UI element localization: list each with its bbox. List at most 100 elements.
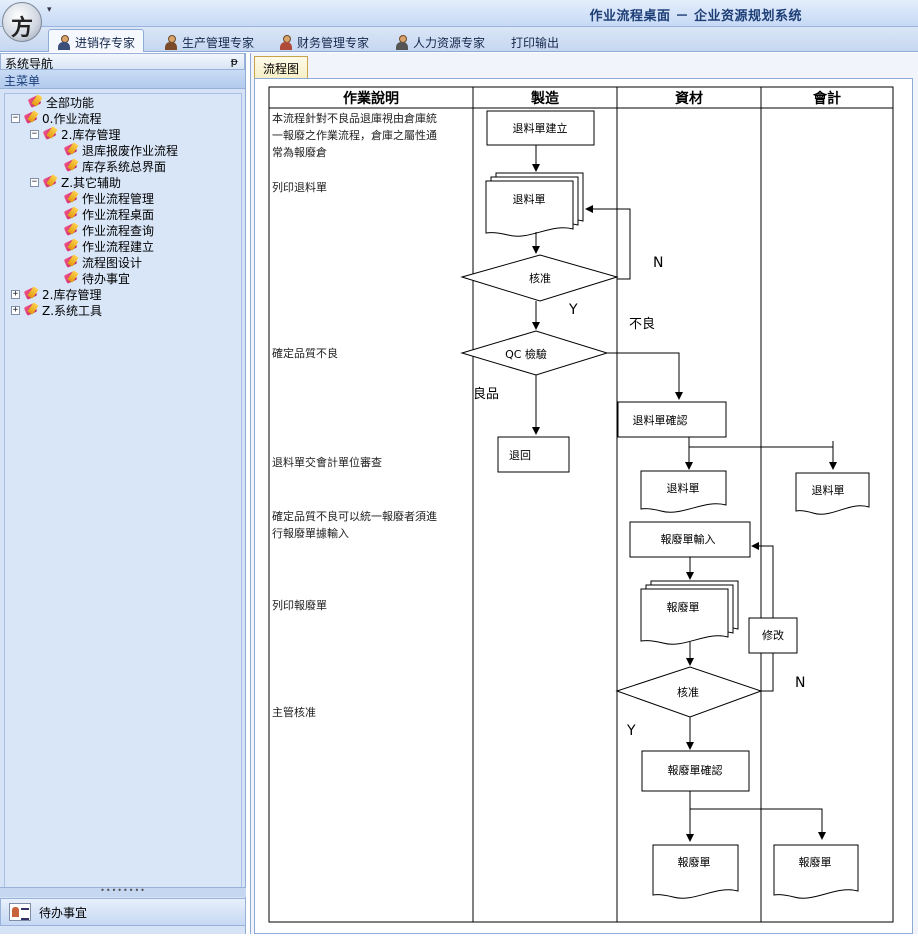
pin-icon[interactable]: ᵽ xyxy=(230,55,238,68)
menu-node-icon xyxy=(63,191,79,205)
flow-arrow xyxy=(688,437,837,470)
description-text: 一報廢之作業流程，倉庫之屬性通 xyxy=(272,128,437,142)
tree-item-label: 0.作业流程 xyxy=(42,111,102,126)
document-shape xyxy=(640,470,727,513)
tab-production-expert[interactable]: 生产管理专家 xyxy=(156,29,262,52)
description-text: 列印退料單 xyxy=(272,180,327,194)
tree-item-label: 库存系统总界面 xyxy=(82,159,167,174)
tree-item-label: 流程图设计 xyxy=(82,255,143,270)
shape-label: 核准 xyxy=(677,685,699,699)
shape-label: 退料單建立 xyxy=(513,121,568,135)
connector-line xyxy=(761,653,774,692)
tree-item-label: 退库报废作业流程 xyxy=(82,143,179,158)
title-bar: ▾ 作业流程桌面 － 企业资源规划系统 xyxy=(0,0,918,27)
panel-header: 系统导航 ᵽ xyxy=(0,53,245,71)
tree-item-todo[interactable]: 待办事宜 xyxy=(63,270,130,286)
column-header-accounting: 會計 xyxy=(812,90,841,107)
menu-node-icon xyxy=(63,223,79,237)
document-shape xyxy=(640,588,729,645)
menu-node-icon xyxy=(42,127,58,141)
tree-item-flow-manage[interactable]: 作业流程管理 xyxy=(63,190,154,206)
tab-label: 财务管理专家 xyxy=(297,35,370,50)
decision-label: N xyxy=(795,675,805,691)
column-header-materials: 資材 xyxy=(675,90,703,107)
menu-node-icon xyxy=(63,239,79,253)
document-area: 流程图 作業說明 製造 資材 會計 本流程針對不良品退庫視由倉庫統 一報廢之作業… xyxy=(250,53,918,934)
shape-label: 退料單 xyxy=(513,192,546,206)
process-box xyxy=(617,401,727,438)
tree-item-label: 2.库存管理 xyxy=(42,287,102,302)
flow-arrow xyxy=(689,791,826,840)
app-logo[interactable]: 方 xyxy=(2,2,42,42)
tree-item-return-scrap-flow[interactable]: 退库报废作业流程 xyxy=(63,142,178,158)
menu-node-icon xyxy=(42,175,58,189)
tree-item-other-aux[interactable]: − Z.其它辅助 xyxy=(30,174,121,190)
decision-diamond xyxy=(460,254,619,302)
navigation-panel: 系统导航 ᵽ 主菜单 全部功能 − 0.作业流程 − 2.库存管理 退库报废作业… xyxy=(0,53,246,934)
shape-label: 退料單確認 xyxy=(633,413,688,427)
description-text: 確定品質不良 xyxy=(272,346,338,360)
menu-node-icon xyxy=(63,207,79,221)
flowchart-canvas: 作業說明 製造 資材 會計 本流程針對不良品退庫視由倉庫統 一報廢之作業流程，倉… xyxy=(254,78,913,934)
menu-node-icon xyxy=(63,271,79,285)
process-box xyxy=(486,110,595,146)
expand-icon[interactable]: + xyxy=(11,288,20,299)
tree-item-all-functions[interactable]: 全部功能 xyxy=(15,94,94,110)
menu-node-icon xyxy=(63,159,79,173)
tab-flowchart[interactable]: 流程图 xyxy=(254,56,309,78)
flow-arrow xyxy=(585,205,631,280)
description-text: 行報廢單據輸入 xyxy=(272,526,349,540)
tree-item-system-tools[interactable]: + Z.系统工具 xyxy=(11,302,102,318)
collapse-icon[interactable]: − xyxy=(30,128,39,139)
shape-label: QC 檢驗 xyxy=(505,347,547,361)
tree-item-flow-desktop[interactable]: 作业流程桌面 xyxy=(63,206,154,222)
shape-label: 退料單 xyxy=(667,481,700,495)
tree-item-inventory[interactable]: − 2.库存管理 xyxy=(30,126,120,142)
collapse-icon[interactable]: − xyxy=(30,176,39,187)
decision-label: Y xyxy=(568,302,578,318)
splitter-handle[interactable]: •••••••• xyxy=(0,887,246,897)
tree-item-flowchart-design[interactable]: 流程图设计 xyxy=(63,254,142,270)
menu-node-icon xyxy=(63,255,79,269)
tree-item-flow-create[interactable]: 作业流程建立 xyxy=(63,238,154,254)
description-text: 本流程針對不良品退庫視由倉庫統 xyxy=(272,111,437,125)
column-header-manufacturing: 製造 xyxy=(530,90,559,107)
tab-hr-expert[interactable]: 人力资源专家 xyxy=(387,29,493,52)
menu-node-icon xyxy=(23,111,39,125)
tree-item-label: 待办事宜 xyxy=(82,271,131,286)
process-box xyxy=(641,750,750,792)
tab-finance-expert[interactable]: 财务管理专家 xyxy=(271,29,377,52)
person-icon xyxy=(57,35,71,50)
todo-icon xyxy=(9,903,31,921)
tree-item-flow-query[interactable]: 作业流程查询 xyxy=(63,222,154,238)
person-icon xyxy=(279,34,293,50)
tree-item-inventory-2[interactable]: + 2.库存管理 xyxy=(11,286,101,302)
ribbon-tabs: 进销存专家 生产管理专家 财务管理专家 人力资源专家 打印输出 xyxy=(0,27,918,52)
todo-button[interactable]: 待办事宜 xyxy=(0,898,246,926)
description-text: 退料單交會計單位審查 xyxy=(272,455,382,469)
tab-print-output[interactable]: 打印输出 xyxy=(503,29,567,52)
process-box xyxy=(629,521,751,558)
shape-label: 核准 xyxy=(529,271,551,285)
menu-node-icon xyxy=(63,143,79,157)
tab-inventory-expert[interactable]: 进销存专家 xyxy=(48,29,145,52)
collapse-icon[interactable]: − xyxy=(11,112,20,123)
menu-node-icon xyxy=(23,303,39,317)
tree-item-workflow[interactable]: − 0.作业流程 xyxy=(11,110,101,126)
tree-item-label: 作业流程查询 xyxy=(82,223,155,238)
column-header-description: 作業說明 xyxy=(343,90,399,107)
logo-glyph: 方 xyxy=(11,15,34,41)
main-menu-header[interactable]: 主菜单 xyxy=(0,70,245,89)
tab-label: 进销存专家 xyxy=(75,36,136,50)
decision-label: 不良 xyxy=(629,316,655,332)
menu-tree: 全部功能 − 0.作业流程 − 2.库存管理 退库报废作业流程 库存系统总界面 … xyxy=(4,93,242,888)
shape-label: 報廢單輸入 xyxy=(661,532,716,546)
window-title: 作业流程桌面 － 企业资源规划系统 xyxy=(589,9,802,24)
expand-icon[interactable]: + xyxy=(11,304,20,315)
quick-access-dropdown-icon[interactable]: ▾ xyxy=(47,5,52,15)
shape-label: 報廢單 xyxy=(799,855,832,869)
shape-label: 退回 xyxy=(509,449,531,462)
tree-item-inventory-main[interactable]: 库存系统总界面 xyxy=(63,158,166,174)
todo-label: 待办事宜 xyxy=(39,905,88,920)
tree-item-label: 作业流程桌面 xyxy=(82,207,155,222)
